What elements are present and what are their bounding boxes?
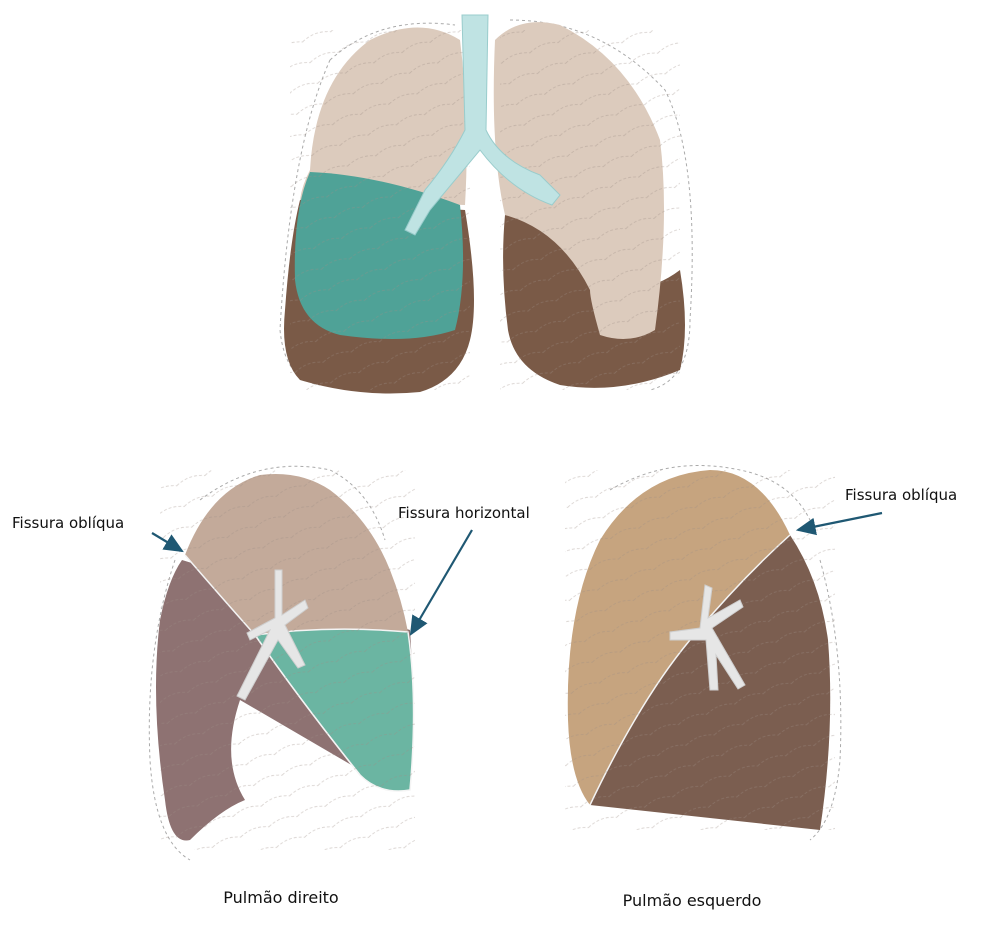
label-left-oblique-fissure: Fissura oblíqua [845, 486, 958, 504]
caption-right-lung: Pulmão direito [223, 888, 339, 907]
right-lateral-rib-lines [160, 470, 415, 850]
label-horizontal-fissure: Fissura horizontal [398, 504, 530, 522]
trachea [404, 14, 561, 236]
front-rib-lines-left [500, 30, 680, 390]
right-bronchus [236, 569, 309, 701]
left-lateral-rib-lines [565, 470, 835, 830]
horizontal-fissure-arrow [409, 529, 473, 636]
caption-left-lung: Pulmão esquerdo [622, 891, 762, 910]
right-oblique-fissure-arrow [151, 532, 184, 553]
front-view-lungs [279, 14, 693, 394]
left-oblique-fissure-arrow [795, 511, 883, 536]
right-lung-lateral [148, 465, 415, 861]
label-right-oblique-fissure: Fissura oblíqua [12, 514, 125, 532]
front-rib-lines-right [290, 30, 470, 390]
left-bronchus [669, 584, 746, 691]
left-lung-lateral [565, 465, 842, 841]
